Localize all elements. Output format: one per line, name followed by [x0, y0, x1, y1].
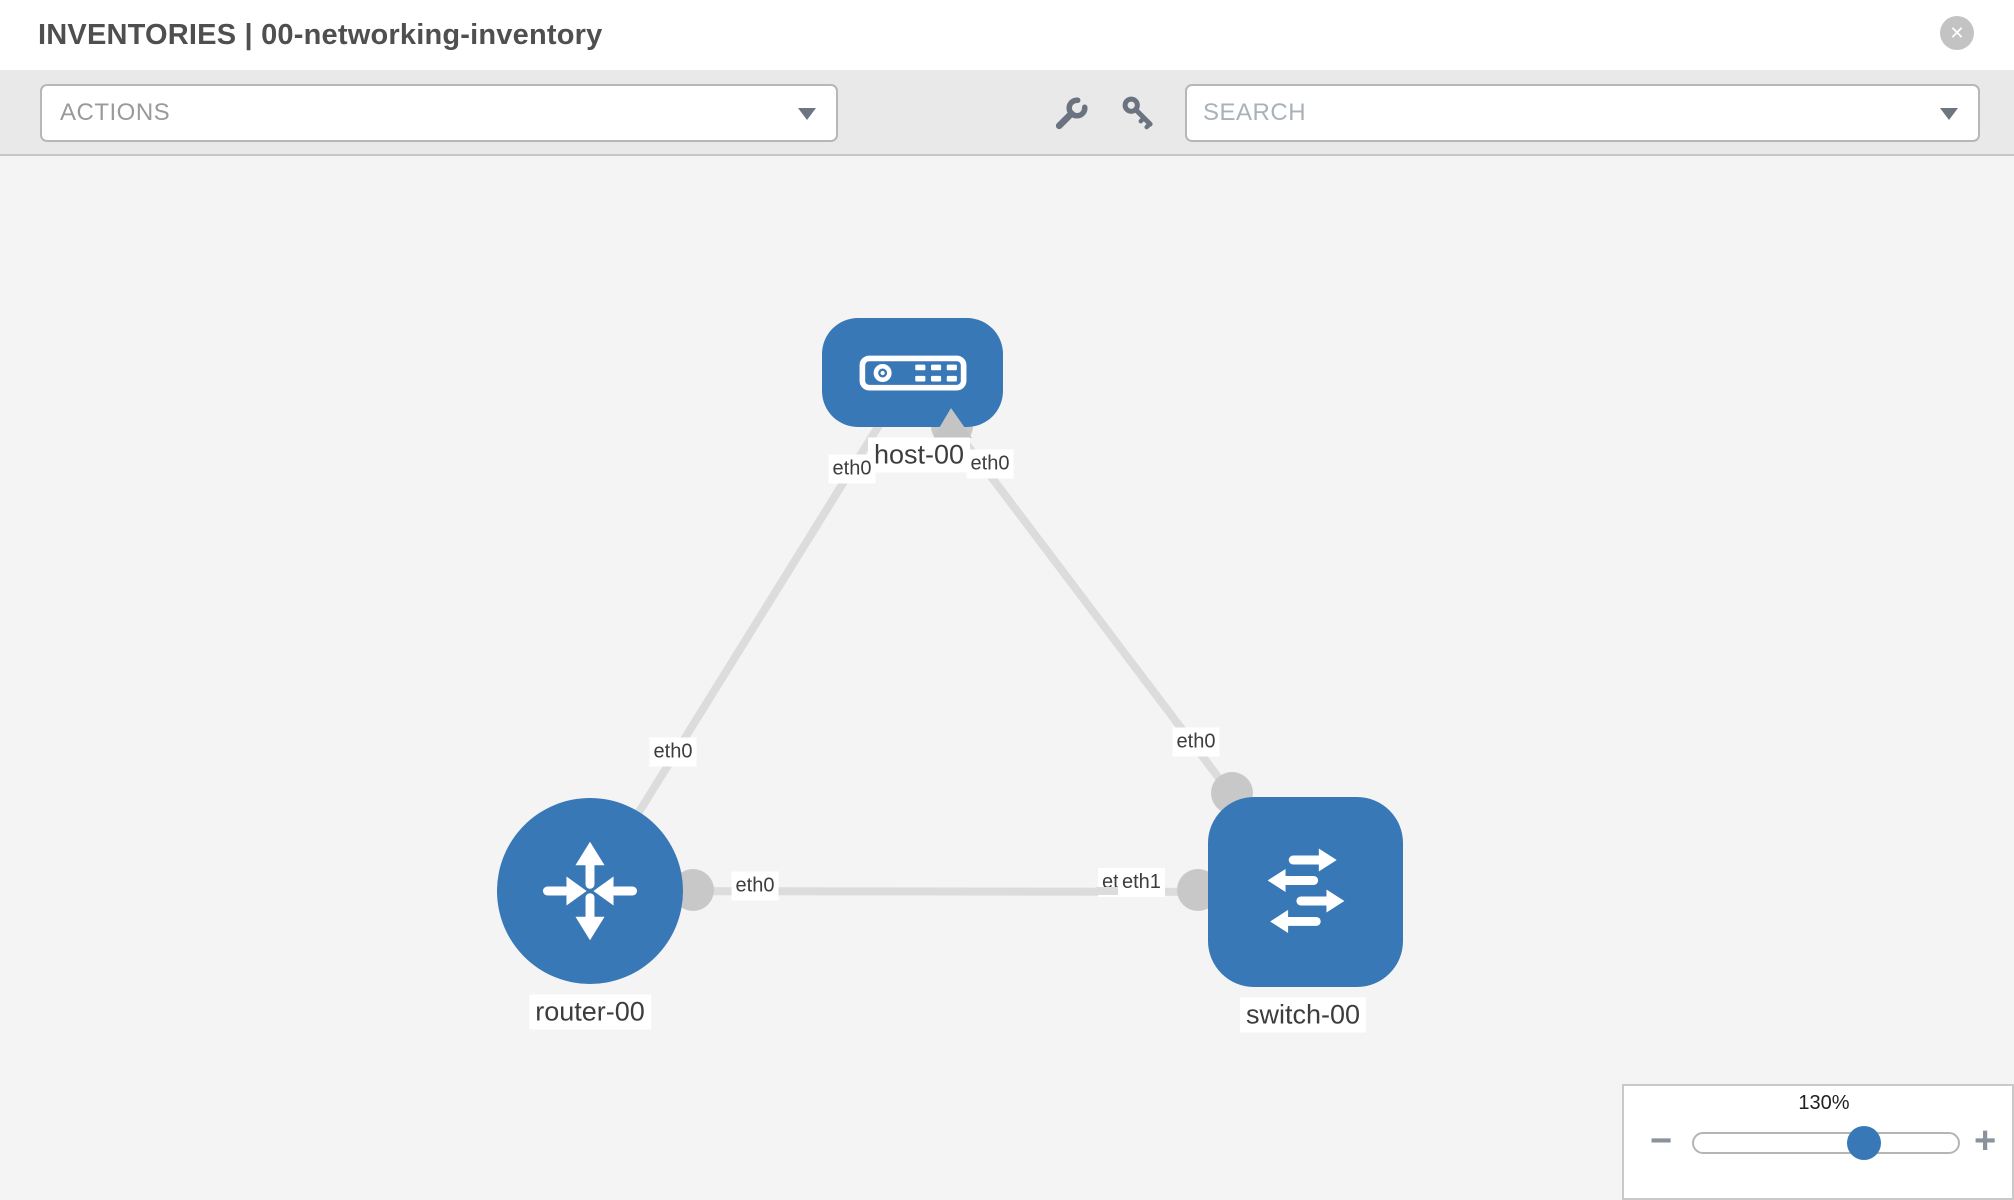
switch-icon [1267, 848, 1344, 933]
zoom-level-value: 130% [1798, 1092, 1850, 1114]
node-host-00[interactable] [822, 318, 1003, 427]
wrench-icon [1055, 97, 1088, 130]
node-label-host-00[interactable]: host-00 [867, 437, 971, 473]
chevron-down-icon [798, 108, 816, 120]
iface-label-host-eth0-left: eth0 [828, 454, 876, 484]
chevron-down-icon [1940, 108, 1958, 120]
zoom-out-button[interactable]: − [1650, 1120, 1673, 1162]
iface-label-switch-eth1: eth1 [1118, 868, 1165, 897]
node-switch-00[interactable] [1208, 797, 1403, 987]
search-dropdown[interactable] [1185, 84, 1980, 142]
credentials-button[interactable] [1108, 82, 1170, 144]
key-icon [1122, 96, 1153, 130]
page-title: INVENTORIES | 00-networking-inventory [38, 19, 603, 51]
zoom-slider-handle[interactable] [1847, 1126, 1881, 1160]
page-header: INVENTORIES | 00-networking-inventory ✕ [0, 0, 2014, 70]
zoom-in-button[interactable]: + [1974, 1120, 1997, 1162]
iface-label-host-eth0-right: eth0 [966, 449, 1014, 479]
node-router-00[interactable] [497, 798, 683, 984]
close-icon: ✕ [1949, 23, 1965, 43]
iface-label-router-eth0-up: eth0 [649, 737, 697, 767]
zoom-slider-track[interactable] [1692, 1132, 1960, 1154]
toolbar: ACTIONS [0, 70, 2014, 156]
search-input[interactable] [1187, 86, 1930, 140]
configure-button[interactable] [1041, 82, 1103, 144]
router-icon [542, 841, 638, 941]
actions-dropdown[interactable]: ACTIONS [40, 84, 838, 142]
node-label-switch-00[interactable]: switch-00 [1239, 997, 1367, 1033]
iface-label-switch-eth0-up: eth0 [1172, 727, 1220, 757]
iface-label-router-eth0-right: eth0 [731, 871, 779, 901]
close-button[interactable]: ✕ [1940, 16, 1974, 50]
zoom-panel: 130% − + [1622, 1084, 2014, 1200]
actions-dropdown-label: ACTIONS [60, 99, 171, 126]
edge-over-label-segment [1096, 887, 1126, 895]
node-label-router-00[interactable]: router-00 [529, 994, 651, 1030]
host-icon [859, 355, 966, 390]
